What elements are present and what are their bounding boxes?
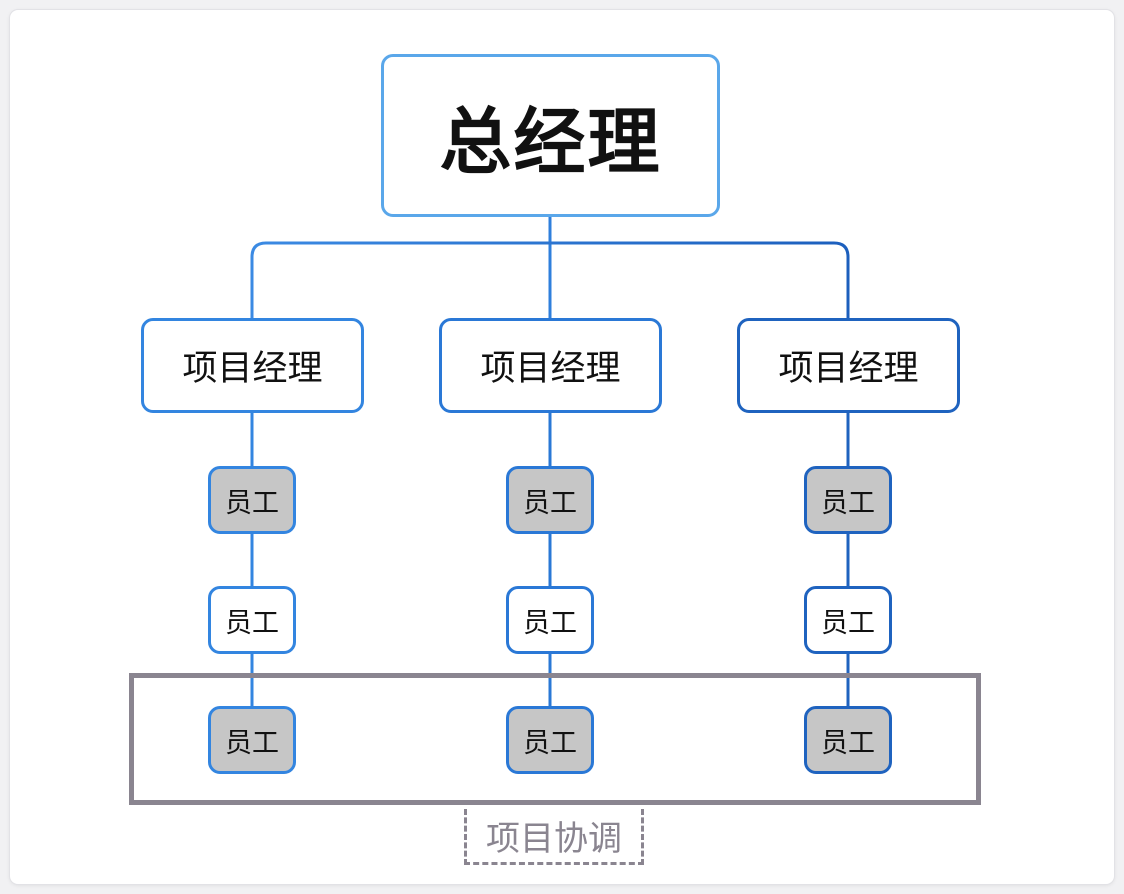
coordination-label-box: 项目协调 (464, 809, 644, 865)
employee-node: 员工 (506, 706, 594, 774)
connector-horizontal-bus (250, 241, 850, 318)
employee-label: 员工 (821, 487, 875, 519)
employee-node: 员工 (506, 466, 594, 534)
employee-label: 员工 (523, 727, 577, 759)
project-manager-node-2: 项目经理 (439, 318, 662, 413)
employee-node: 员工 (804, 706, 892, 774)
project-manager-label: 项目经理 (480, 349, 621, 389)
coordination-frame (129, 673, 981, 805)
project-manager-label: 项目经理 (182, 349, 323, 389)
ceo-node: 总经理 (381, 54, 720, 217)
employee-label: 员工 (821, 727, 875, 759)
project-manager-node-1: 项目经理 (141, 318, 364, 413)
coordination-label: 项目协调 (486, 819, 622, 859)
employee-label: 员工 (523, 607, 577, 639)
employee-node: 员工 (506, 586, 594, 654)
employee-label: 员工 (225, 487, 279, 519)
employee-label: 员工 (225, 607, 279, 639)
employee-label: 员工 (225, 727, 279, 759)
employee-node: 员工 (804, 466, 892, 534)
employee-node: 员工 (208, 586, 296, 654)
project-manager-node-3: 项目经理 (737, 318, 960, 413)
employee-node: 员工 (208, 466, 296, 534)
employee-label: 员工 (821, 607, 875, 639)
employee-label: 员工 (523, 487, 577, 519)
employee-node: 员工 (804, 586, 892, 654)
project-manager-label: 项目经理 (778, 349, 919, 389)
employee-node: 员工 (208, 706, 296, 774)
ceo-label: 总经理 (439, 100, 662, 184)
